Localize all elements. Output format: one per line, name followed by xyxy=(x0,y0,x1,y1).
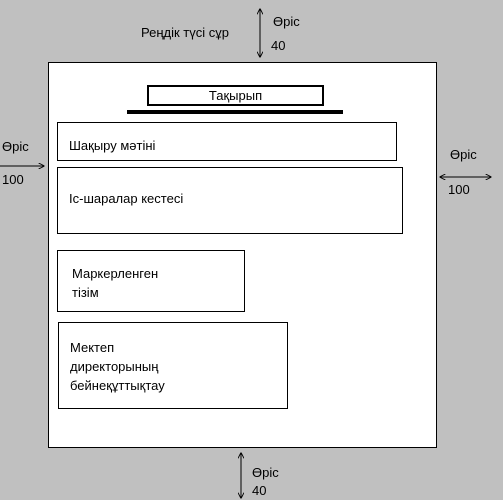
director-video-block: Мектеп директорының бейнеқұттықтау xyxy=(58,322,288,409)
left-margin-label: Өріс xyxy=(2,139,29,154)
bullet-list-label: Маркерленген тізім xyxy=(72,264,158,302)
director-video-label-line1: Мектеп xyxy=(70,340,115,355)
bullet-list-label-line2: тізім xyxy=(72,285,99,300)
right-margin-value: 100 xyxy=(448,182,470,197)
page-title: Тақырып xyxy=(147,85,324,106)
director-video-label-line3: бейнеқұттықтау xyxy=(70,378,165,393)
left-margin-value: 100 xyxy=(2,172,24,187)
invitation-text-block: Шақыру мәтіні xyxy=(57,122,397,161)
bullet-list-block: Маркерленген тізім xyxy=(57,250,245,312)
director-video-label-line2: директорының xyxy=(70,359,159,374)
title-underline xyxy=(127,110,343,114)
bottom-margin-label: Өріс xyxy=(252,465,279,480)
top-margin-value: 40 xyxy=(271,38,286,53)
schedule-label: Іс-шаралар кестесі xyxy=(69,191,184,206)
bullet-list-label-line1: Маркерленген xyxy=(72,266,159,281)
schedule-block: Іс-шаралар кестесі xyxy=(57,167,403,234)
director-video-label: Мектеп директорының бейнеқұттықтау xyxy=(70,338,165,395)
top-margin-label: Өріс xyxy=(273,14,300,29)
invitation-text-label: Шақыру мәтіні xyxy=(69,138,156,153)
right-margin-label: Өріс xyxy=(450,147,477,162)
bottom-margin-value: 40 xyxy=(252,483,267,498)
background-color-label: Реңдік түсі сұр xyxy=(141,25,229,40)
